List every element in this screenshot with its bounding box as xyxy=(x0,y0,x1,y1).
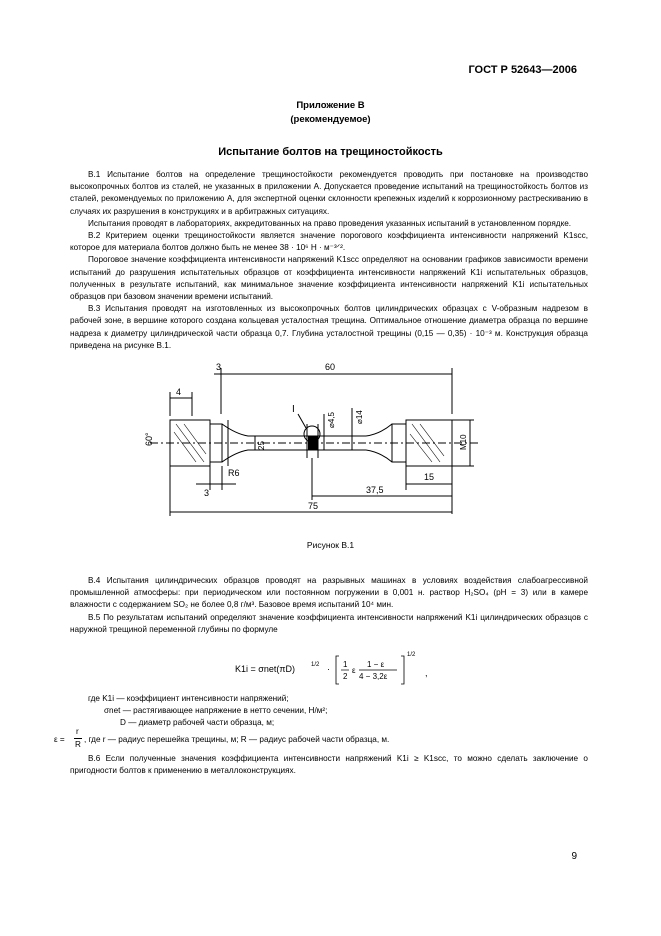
appendix-heading: Приложение В (рекомендуемое) xyxy=(0,99,661,127)
formula-lhs: K1i = σnet(πD) xyxy=(235,664,295,674)
dim-75: 75 xyxy=(308,501,318,511)
figure-caption: Рисунок В.1 xyxy=(306,540,355,550)
paragraph-b2-threshold: Пороговое значение коэффициента интенсив… xyxy=(70,255,588,302)
formula-k1i: K1i = σnet(πD) 1/2 · 1 2 ε 1 − ε 4 − 3,2… xyxy=(235,652,428,685)
formula-eps: ε xyxy=(352,666,356,675)
dim-dia45: ⌀4,5 xyxy=(327,412,336,428)
document-code: ГОСТ Р 52643—2006 xyxy=(468,64,577,76)
page-number: 9 xyxy=(571,851,577,862)
section-title: Испытание болтов на трещиностойкость xyxy=(218,146,443,158)
paragraph-last: В.6 Если полученные значения коэффициент… xyxy=(70,753,588,777)
def-sigma: σnet — растягивающее напряжение в нетто … xyxy=(104,706,328,716)
dim-3-bottom: 3 xyxy=(204,488,209,498)
detail-mark: I xyxy=(292,404,295,415)
eps-num: r xyxy=(76,727,79,736)
formula-comma: , xyxy=(425,668,428,678)
dim-60: 60 xyxy=(325,362,335,372)
def-d: D — диаметр рабочей части образца, м; xyxy=(120,718,275,728)
dim-15: 15 xyxy=(424,472,434,482)
paragraph-b6: В.6 Если полученные значения коэффициент… xyxy=(70,754,588,776)
dim-37-5: 37,5 xyxy=(366,485,384,495)
def-k1i: где K1i — коэффициент интенсивности напр… xyxy=(88,694,289,703)
eps-den: R xyxy=(75,740,81,749)
svg-text:·: · xyxy=(327,664,330,674)
definitions: где K1i — коэффициент интенсивности напр… xyxy=(70,693,590,730)
paragraph-b2: В.2 Критерием оценки трещиностойкости яв… xyxy=(70,231,588,253)
eps-lhs: ε = xyxy=(54,735,65,744)
dim-dia14: ⌀14 xyxy=(355,410,364,424)
formula-half-den: 2 xyxy=(343,672,348,681)
paragraphs-top: В.1 Испытание болтов на определение трещ… xyxy=(70,169,588,352)
specimen-drawing: 60 4 3 60° R6 25 ⌀14 ⌀4,5 M10 3 15 37,5 … xyxy=(144,362,480,516)
dim-3-top: 3 xyxy=(216,362,221,372)
formula-exp: 1/2 xyxy=(311,662,320,668)
dim-angle: 60° xyxy=(144,432,154,446)
paragraph-b3: В.3 Испытания проводят на изготовленных … xyxy=(70,304,588,350)
paragraph-b1-lab: Испытания проводят в лабораториях, аккре… xyxy=(88,218,572,228)
paragraph-b5: В.5 По результатам испытаний определяют … xyxy=(70,612,588,634)
paragraphs-bottom: В.4 Испытания цилиндрических образцов пр… xyxy=(70,575,588,636)
paragraph-b4: В.4 Испытания цилиндрических образцов пр… xyxy=(70,576,588,610)
dim-4: 4 xyxy=(176,387,181,397)
paragraph-b1: В.1 Испытание болтов на определение трещ… xyxy=(70,170,588,216)
dim-r6: R6 xyxy=(228,468,240,478)
formula-den: 4 − 3,2ε xyxy=(359,672,388,681)
appendix-subtitle: (рекомендуемое) xyxy=(290,114,371,125)
eps-text: , где r — радиус перешейка трещины, м; R… xyxy=(84,735,390,744)
eps-definition: ε = r R , где r — радиус перешейка трещи… xyxy=(54,727,614,753)
dim-25: 25 xyxy=(257,441,266,450)
formula-num: 1 − ε xyxy=(367,660,385,669)
formula-half-num: 1 xyxy=(343,660,348,669)
dim-m10: M10 xyxy=(459,434,468,450)
appendix-title: Приложение В xyxy=(296,100,365,111)
formula-exp2: 1/2 xyxy=(407,652,416,658)
